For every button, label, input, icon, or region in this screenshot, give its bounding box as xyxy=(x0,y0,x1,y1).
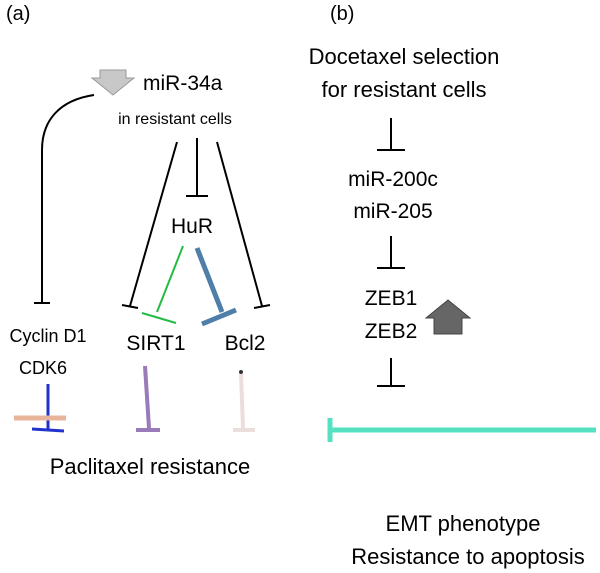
panel-a-label: (a) xyxy=(6,3,30,25)
bcl2-label: Bcl2 xyxy=(225,332,266,355)
panel-b-label: (b) xyxy=(330,3,354,25)
hur-bcl2-inhibition xyxy=(194,247,225,313)
mir200c-label: miR-200c xyxy=(348,168,438,191)
mir34a-sirt1-tbar xyxy=(121,304,139,309)
cdk6-tbar xyxy=(31,427,65,433)
sirt1-label: SIRT1 xyxy=(126,332,185,355)
apoptosis-resistance-label: Resistance to apoptosis xyxy=(351,544,585,569)
cdk6-label: CDK6 xyxy=(19,358,67,378)
bcl2-stem xyxy=(239,373,245,429)
up-arrow-icon xyxy=(424,299,472,335)
mir34a-bcl2-tbar xyxy=(253,304,271,309)
sirt1-stem xyxy=(143,365,151,429)
hur-sirt1-tbar xyxy=(141,312,177,324)
resistant-cells-label: in resistant cells xyxy=(118,111,232,128)
hur-sirt1-inhibition xyxy=(156,245,184,313)
mir34a-cyclin-inhibition xyxy=(41,94,95,303)
down-arrow-icon xyxy=(90,69,136,96)
paclitaxel-resistance-label: Paclitaxel resistance xyxy=(50,454,251,479)
hur-bcl2-tbar xyxy=(201,307,237,327)
mir34a-bcl2-inhibition xyxy=(216,141,263,307)
docetaxel-selection-line1: Docetaxel selection xyxy=(309,44,500,69)
emt-phenotype-label: EMT phenotype xyxy=(386,511,541,536)
mir205-label: miR-205 xyxy=(353,200,432,223)
mir34a-label: miR-34a xyxy=(143,72,223,95)
cyclin-d1-label: Cyclin D1 xyxy=(9,326,86,346)
hur-label: HuR xyxy=(171,215,213,238)
mir34a-sirt1-inhibition xyxy=(129,141,178,307)
zeb2-label: ZEB2 xyxy=(365,320,418,343)
bcl2-stem-dot xyxy=(239,370,243,374)
docetaxel-selection-line2: for resistant cells xyxy=(321,77,486,102)
zeb1-label: ZEB1 xyxy=(365,287,418,310)
